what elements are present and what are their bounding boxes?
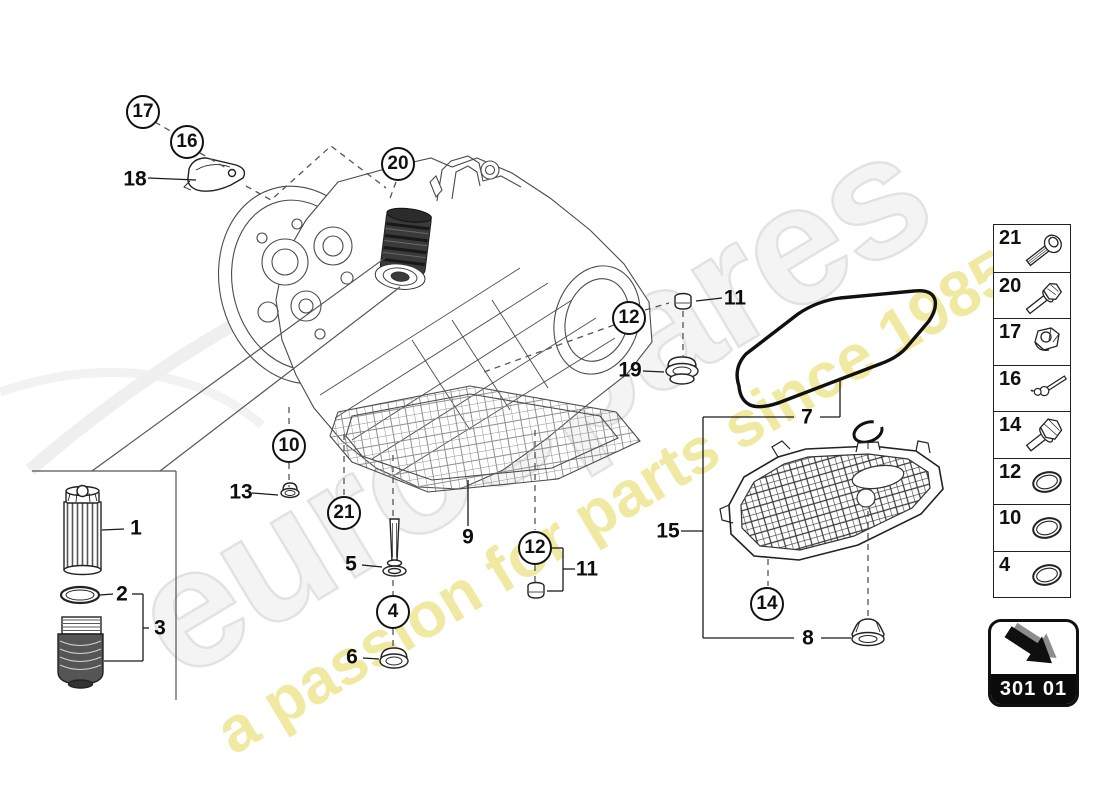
gearbox-housing-drawing [217, 155, 653, 493]
callout-12a: 12 [612, 301, 646, 335]
legend-item-number: 21 [999, 227, 1022, 249]
callout-14: 14 [750, 587, 784, 621]
filter-housing-drawing [57, 616, 104, 689]
part-group-code: 301 01 [991, 674, 1076, 704]
hex-bolt-icon [1024, 276, 1070, 316]
detail-cone-lines [32, 257, 401, 700]
callout-21: 21 [327, 496, 361, 530]
sensor-icon [1024, 369, 1070, 409]
callout-4: 4 [376, 595, 410, 629]
legend-item-21: 21 [994, 225, 1070, 272]
part-label-8: 8 [802, 626, 814, 650]
part-label-13: 13 [229, 480, 253, 504]
legend-item-number: 14 [999, 414, 1022, 436]
legend-item-number: 20 [999, 274, 1022, 297]
section-arrow-icon [1004, 622, 1057, 664]
part-label-9: 9 [462, 525, 474, 549]
legend-item-number: 4 [999, 553, 1011, 576]
o-ring-icon [1024, 508, 1070, 548]
plug-drawing-6 [379, 647, 409, 669]
clamp-drawing-lower [527, 581, 545, 599]
part-label-6: 6 [346, 645, 358, 669]
drain-plug-drawing [665, 356, 699, 385]
callout-17: 17 [126, 95, 160, 129]
filter-element-drawing [63, 484, 102, 576]
long-bolt-drawing [382, 518, 407, 577]
legend-item-20: 20 [994, 271, 1070, 319]
callout-16: 16 [170, 125, 204, 159]
cap-nut-icon [1024, 322, 1070, 362]
leader-lines [99, 177, 851, 662]
legend-item-10: 10 [994, 504, 1070, 551]
part-label-11b: 11 [575, 557, 599, 581]
part-label-7: 7 [801, 405, 813, 429]
socket-bolt-icon [1024, 228, 1070, 268]
callout-20: 20 [381, 147, 415, 181]
nut-drawing [851, 618, 885, 647]
part-group-badge: 301 01 [988, 619, 1079, 707]
legend-item-17: 17 [994, 318, 1070, 365]
legend-item-16: 16 [994, 364, 1070, 412]
oil-filter-cartridge-drawing [374, 207, 432, 290]
legend-item-number: 12 [999, 460, 1022, 483]
callout-10: 10 [272, 429, 306, 463]
callout-12b: 12 [518, 531, 552, 565]
part-label-5: 5 [345, 552, 357, 576]
legend-item-number: 10 [999, 507, 1022, 529]
o-ring-icon [1024, 462, 1070, 502]
dashed-lines [154, 121, 869, 646]
legend-item-4: 4 [994, 550, 1070, 598]
gasket-outline-drawing [735, 289, 938, 409]
part-label-15: 15 [656, 519, 680, 543]
legend-item-number: 17 [999, 321, 1022, 343]
parts-legend-column: 21 20 17 16 14 12 10 4 [993, 224, 1071, 598]
snap-ring-drawing [852, 420, 884, 444]
legend-item-14: 14 [994, 411, 1070, 458]
legend-item-number: 16 [999, 367, 1022, 390]
part-drawings [57, 157, 944, 689]
o-ring-icon [1024, 555, 1070, 595]
oil-strainer-drawing [719, 440, 944, 561]
part-label-2: 2 [116, 582, 128, 606]
flange-bolt-icon [1024, 415, 1070, 455]
part-label-11a: 11 [723, 286, 747, 310]
bracket-part-drawing [183, 157, 246, 192]
legend-item-12: 12 [994, 457, 1070, 505]
part-label-19: 19 [618, 358, 642, 382]
part-label-1: 1 [130, 516, 142, 540]
o-ring-drawing [59, 585, 101, 605]
clamp-drawing-upper [674, 292, 692, 310]
part-label-3: 3 [154, 616, 166, 640]
plug-drawing-13 [280, 482, 300, 499]
part-label-18: 18 [123, 167, 147, 191]
